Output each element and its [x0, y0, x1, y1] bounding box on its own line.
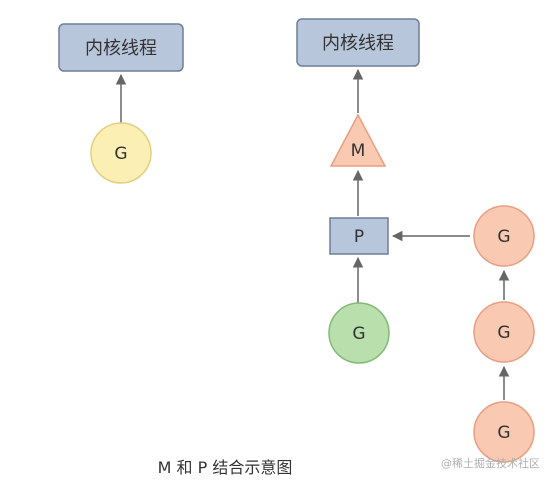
kernel-thread-box-right [296, 18, 420, 67]
goroutine-label-yellow: G [114, 144, 127, 164]
goroutine-label-green: G [352, 324, 365, 344]
watermark-text: @稀土掘金技术社区 [441, 457, 540, 470]
processor-label: P [354, 227, 364, 247]
goroutine-node-yellow [90, 122, 152, 184]
processor-box [329, 217, 389, 255]
machine-node-triangle [329, 113, 387, 167]
goroutine-node-green [328, 302, 390, 364]
goroutine-node-orange-3 [473, 401, 535, 463]
kernel-thread-box-left [58, 23, 184, 72]
goroutine-node-orange-1 [473, 205, 535, 267]
diagram-caption: M 和 P 结合示意图 [157, 458, 293, 477]
kernel-thread-label-right: 内核线程 [322, 33, 394, 54]
goroutine-label-orange-2: G [497, 323, 510, 343]
goroutine-node-orange-2 [473, 301, 535, 363]
kernel-thread-label-left: 内核线程 [85, 38, 157, 59]
machine-label: M [351, 141, 366, 161]
goroutine-label-orange-3: G [497, 423, 510, 443]
goroutine-label-orange-1: G [497, 227, 510, 247]
